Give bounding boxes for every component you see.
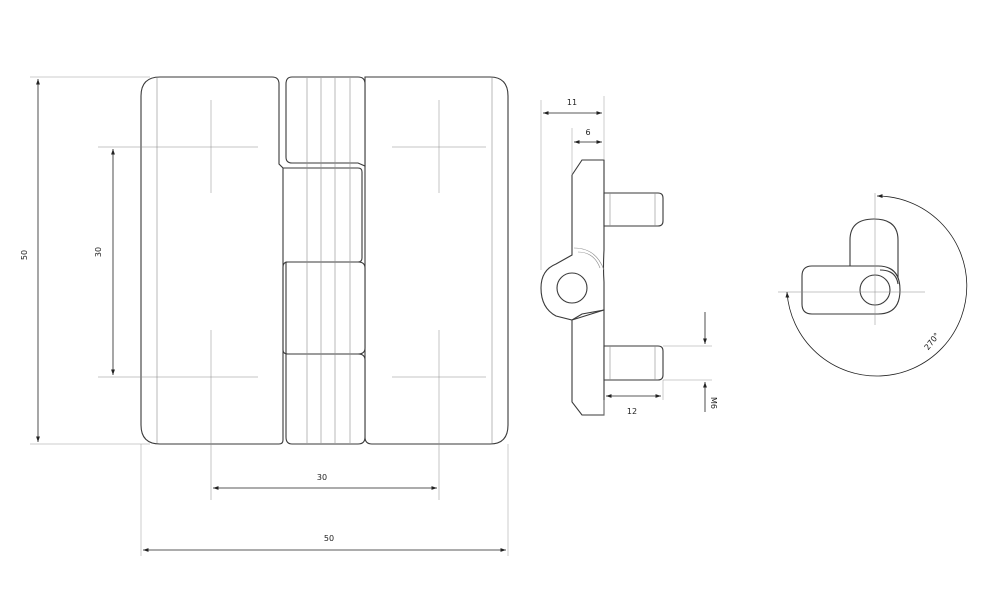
left-leaf-outline — [140, 76, 284, 445]
knuckle-outline — [285, 76, 366, 167]
front-view: 50 30 30 50 — [20, 76, 509, 556]
side-leaf-lower — [571, 309, 605, 416]
dim-front-height-label: 50 — [20, 250, 29, 260]
dim-front-width-label: 50 — [324, 534, 334, 543]
knuckle-bottom — [285, 353, 366, 445]
side-view: 11 6 12 M6 — [540, 96, 718, 416]
side-pin-hole — [556, 272, 588, 304]
dim-hole-horizontal-label: 30 — [317, 473, 327, 482]
side-extension-lines — [540, 96, 712, 415]
front-extension-lines — [30, 76, 509, 556]
side-hinge-arc — [573, 247, 605, 271]
dim-thread-label: M6 — [709, 397, 718, 409]
side-lower-pin — [603, 345, 664, 381]
dim-side-pin-label: 12 — [627, 407, 637, 416]
side-hinge-arc-2 — [577, 251, 601, 269]
rotation-arc — [785, 194, 968, 377]
side-knuckle-profile — [540, 159, 605, 321]
dim-side-total-label: 11 — [567, 98, 577, 107]
rotation-view: 270° — [778, 193, 968, 377]
knuckle-step-upper — [282, 167, 363, 268]
hole-centerlines — [98, 100, 486, 500]
right-leaf-outline — [364, 76, 509, 445]
rotation-angle-label: 270° — [923, 331, 942, 352]
knuckle-middle — [285, 261, 366, 355]
dim-hole-vertical-label: 30 — [94, 247, 103, 257]
dim-side-leaf-label: 6 — [585, 128, 590, 137]
side-upper-pin — [603, 192, 664, 227]
knuckle-step-lower — [282, 267, 289, 355]
